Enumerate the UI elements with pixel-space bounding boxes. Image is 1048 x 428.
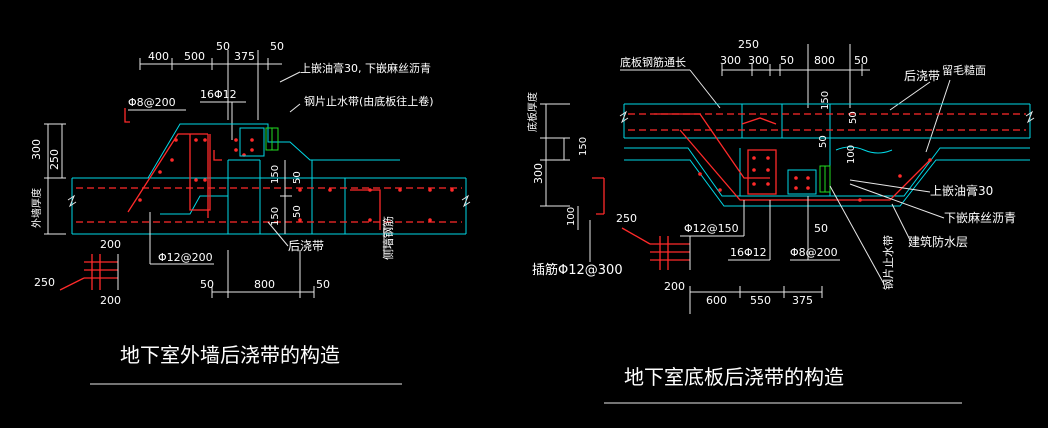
left-dim-50a-v: 50	[292, 171, 303, 184]
right-dim-600: 600	[706, 294, 727, 307]
right-slab-thickness: 底板厚度	[526, 92, 539, 132]
right-label-waterstop: 钢片止水带	[882, 235, 895, 290]
left-dim-200a: 200	[100, 238, 121, 251]
left-rebar-detail	[59, 254, 118, 291]
left-concrete-outline	[71, 123, 467, 235]
right-dim-375: 375	[792, 294, 813, 307]
right-label-rough: 留毛糙面	[942, 63, 986, 77]
left-vertical-dims	[44, 123, 66, 235]
right-dim-50b: 50	[854, 54, 868, 67]
right-dim-50: 50	[814, 222, 828, 235]
left-dim-50a: 50	[216, 40, 230, 53]
left-dim-375: 375	[234, 50, 255, 63]
right-break-mark-b	[1025, 110, 1035, 124]
left-dim-800: 800	[254, 278, 275, 291]
right-dim-50c: 50	[818, 135, 829, 148]
left-dim-250b: 250	[34, 276, 55, 289]
right-title: 地下室底板后浇带的构造	[624, 365, 844, 389]
left-dim-50c: 50	[200, 278, 214, 291]
left-bar-phi12: Φ12@200	[158, 251, 213, 264]
left-note-waterstop: 钢片止水带(由底板往上卷)	[304, 94, 434, 108]
right-dim-250b: 250	[616, 212, 637, 225]
right-dim-100c: 100	[846, 145, 857, 164]
left-dim-150a: 150	[270, 165, 281, 184]
right-top-dimension-chain	[721, 44, 870, 108]
right-dim-300: 300	[532, 163, 545, 184]
right-bar-phi8-200: Φ8@200	[790, 246, 838, 259]
left-dim-50b: 50	[270, 40, 284, 53]
left-title: 地下室外墙后浇带的构造	[120, 343, 340, 367]
right-label-oil: 上嵌油膏30	[930, 183, 993, 198]
left-top-dimension-chain	[139, 50, 282, 120]
right-label-post-cast: 后浇带	[904, 69, 940, 83]
left-detail: 400 500 50 375 50 上嵌油膏30, 下嵌麻丝沥青 钢片止水带(由…	[30, 40, 471, 385]
right-detail: 底板钢筋通长 250 300 300 50 800 50 后浇带 留毛糙面	[526, 38, 1035, 404]
right-dim-150: 150	[578, 137, 589, 156]
left-dim-500: 500	[184, 50, 205, 63]
right-dim-800: 800	[814, 54, 835, 67]
right-dim-150v: 150	[820, 91, 831, 110]
right-bar-insert: 插筋Φ12@300	[532, 262, 623, 278]
left-note-oil: 上嵌油膏30, 下嵌麻丝沥青	[300, 61, 431, 75]
left-dim-50b-v: 50	[292, 205, 303, 218]
right-break-mark-a	[619, 110, 629, 124]
right-rebar-dots	[698, 156, 932, 202]
left-dim-400: 400	[148, 50, 169, 63]
left-wall-thickness: 外墙厚度	[30, 188, 43, 228]
left-label-post-cast: 后浇带	[288, 239, 324, 253]
left-bar-16phi12: 16Φ12	[200, 88, 237, 101]
left-inner-dims	[280, 160, 292, 234]
left-core-box	[239, 127, 265, 157]
left-dim-250: 250	[48, 149, 61, 170]
left-note-oil-leader	[279, 71, 301, 83]
right-dim-250: 250	[738, 38, 759, 51]
right-vertical-dims	[540, 103, 579, 230]
right-dim-50a: 50	[780, 54, 794, 67]
left-rebar-lines	[76, 187, 462, 223]
right-label-top-rebar: 底板钢筋通长	[620, 55, 686, 69]
right-dim-300a: 300	[720, 54, 741, 67]
right-rebar-bent	[592, 113, 931, 215]
right-bar-16phi12: 16Φ12	[730, 246, 767, 259]
right-bottom-dimension-chain	[689, 286, 823, 314]
right-label-waterproof: 建筑防水层	[908, 234, 968, 249]
left-waterstop	[265, 127, 279, 151]
right-bar-phi12-150: Φ12@150	[684, 222, 739, 235]
right-rough-surface	[835, 146, 893, 154]
right-dim-100: 100	[566, 207, 577, 226]
right-break-mark	[461, 194, 471, 208]
right-waterstop	[819, 165, 831, 193]
left-dim-300: 300	[30, 139, 43, 160]
right-rebar-detail	[621, 227, 690, 270]
right-slab-outline	[623, 103, 1031, 207]
right-dim-50v: 50	[848, 111, 859, 124]
left-bottom-dimension-chain	[211, 250, 315, 298]
left-break-mark	[67, 194, 77, 208]
left-dim-50d: 50	[316, 278, 330, 291]
right-dim-200: 200	[664, 280, 685, 293]
right-rebar-lines	[628, 113, 1026, 131]
left-dim-200b: 200	[100, 294, 121, 307]
right-dim-300b: 300	[748, 54, 769, 67]
left-dim-150b: 150	[270, 207, 281, 226]
left-bar-phi8: Φ8@200	[128, 96, 176, 109]
right-dim-550: 550	[750, 294, 771, 307]
left-label-side-rebar: 侧墙钢筋	[381, 216, 395, 260]
left-bar-hook-mark	[124, 108, 130, 123]
left-note-waterstop-leader	[289, 103, 301, 113]
left-rebar-bent	[127, 133, 381, 230]
right-label-hemp: 下嵌麻丝沥青	[944, 210, 1016, 225]
